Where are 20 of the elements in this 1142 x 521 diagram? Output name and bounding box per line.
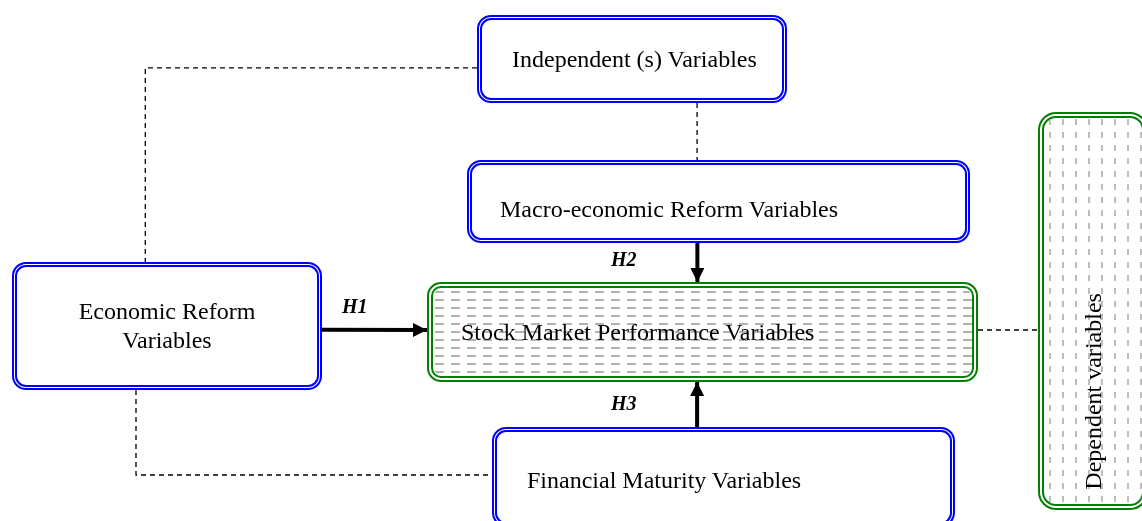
edge-label: H3	[609, 393, 639, 413]
dashed-connector	[144, 67, 478, 263]
rounded-box	[467, 160, 970, 243]
rounded-box	[427, 282, 978, 382]
rounded-box	[492, 427, 955, 521]
dashed-connector	[696, 102, 698, 161]
node-label: Financial Maturity Variables	[527, 466, 802, 495]
dashed-connector	[977, 329, 1039, 331]
edge-label: H2	[609, 249, 639, 269]
node-label: Stock Market Performance Variables	[461, 317, 815, 347]
node-label: Dependent variables	[1078, 292, 1107, 490]
arrow	[690, 243, 705, 282]
node-label: Economic Reform Variables	[77, 297, 257, 355]
node-label: Independent (s) Variables	[512, 44, 757, 74]
rounded-box	[12, 262, 322, 390]
node-label: Macro-economic Reform Variables	[500, 195, 839, 224]
arrow	[690, 382, 705, 427]
rounded-box	[477, 15, 787, 103]
arrow	[322, 323, 427, 337]
vertical-box	[1038, 112, 1142, 510]
